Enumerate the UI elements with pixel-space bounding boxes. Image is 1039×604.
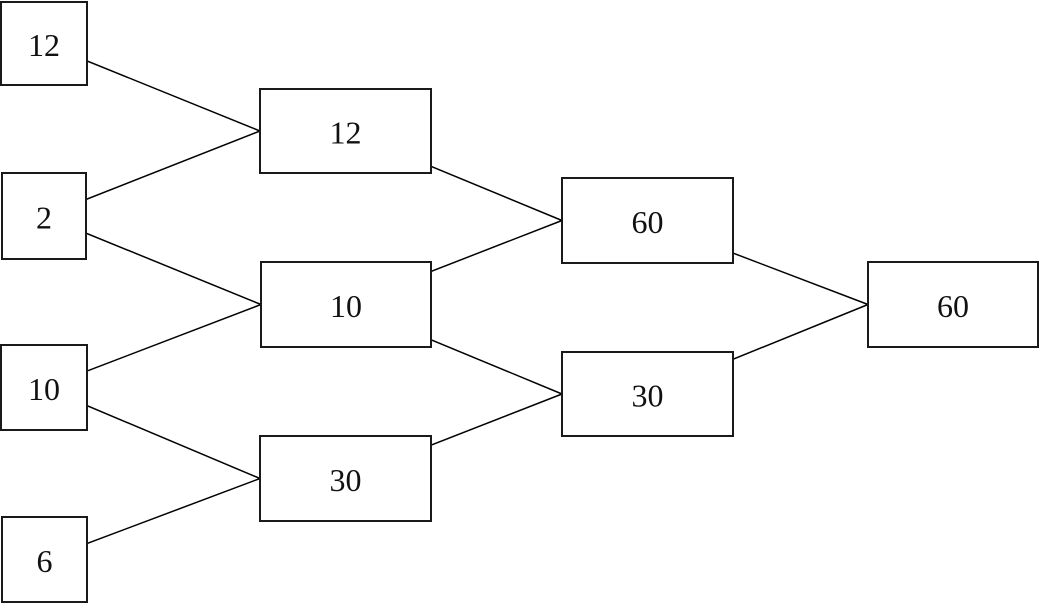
node-mid-3: 30 <box>259 435 432 522</box>
node-label-leaf-4: 6 <box>37 543 53 579</box>
node-label-leaf-3: 10 <box>28 371 60 407</box>
node-box-leaf-1 <box>0 1 88 86</box>
node-mid-1: 12 <box>259 88 432 174</box>
node-sub-2: 30 <box>561 351 734 437</box>
node-box-mid-2 <box>260 261 432 348</box>
node-leaf-3: 10 <box>0 344 88 431</box>
node-box-sub-2 <box>561 351 734 437</box>
node-label-sub-2: 30 <box>632 377 664 413</box>
node-label-root: 60 <box>937 288 969 324</box>
node-box-leaf-3 <box>0 344 88 431</box>
node-leaf-1: 12 <box>0 1 88 86</box>
node-sub-1: 60 <box>561 177 734 264</box>
node-label-mid-1: 12 <box>330 114 362 150</box>
node-root: 60 <box>867 261 1039 348</box>
node-label-leaf-2: 2 <box>36 199 52 235</box>
node-leaf-4: 6 <box>1 516 88 603</box>
node-label-sub-1: 60 <box>632 204 664 240</box>
node-box-mid-3 <box>259 435 432 522</box>
node-box-leaf-4 <box>1 516 88 603</box>
node-box-leaf-2 <box>1 172 87 260</box>
node-label-mid-2: 10 <box>330 288 362 324</box>
node-label-leaf-1: 12 <box>28 27 60 63</box>
node-box-sub-1 <box>561 177 734 264</box>
node-label-mid-3: 30 <box>330 462 362 498</box>
node-box-mid-1 <box>259 88 432 174</box>
node-leaf-2: 2 <box>1 172 87 260</box>
node-mid-2: 10 <box>260 261 432 348</box>
node-box-root <box>867 261 1039 348</box>
